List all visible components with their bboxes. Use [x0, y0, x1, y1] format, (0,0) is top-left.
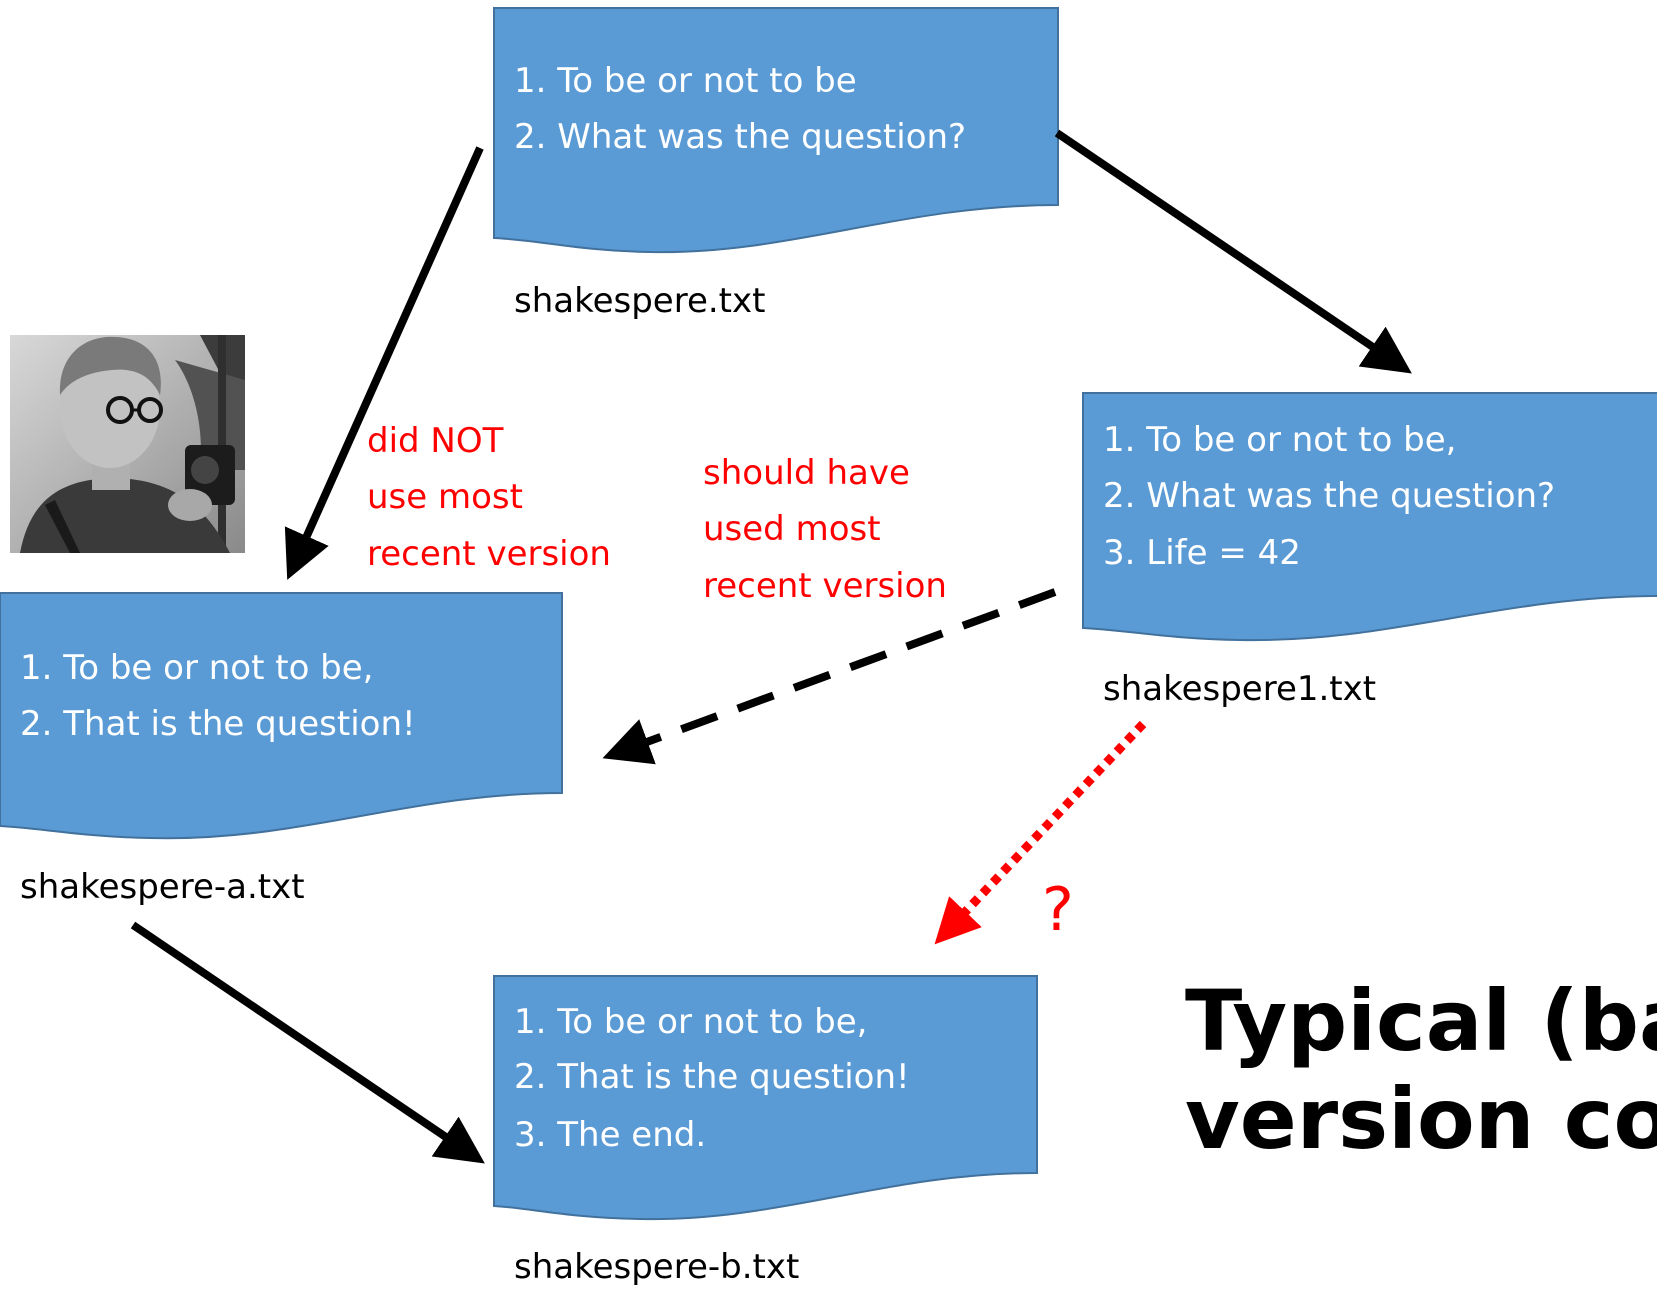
document-version-b: 1. To be or not to be, 2. That is the qu… — [493, 975, 1038, 1221]
document-line: 3. The end. — [514, 1115, 706, 1155]
note-line: used most — [703, 509, 881, 549]
document-shape — [1082, 392, 1657, 642]
document-line: 1. To be or not to be, — [1103, 420, 1456, 460]
dotted-arrow-version-1-to-version-b — [934, 720, 1147, 945]
slide-title-line-2: version cor — [1185, 1070, 1657, 1168]
document-version-1: 1. To be or not to be, 2. What was the q… — [1082, 392, 1657, 642]
note-line: did NOT — [367, 421, 504, 461]
note-line: use most — [367, 477, 523, 517]
document-shape — [493, 7, 1059, 254]
document-line: 2. What was the question? — [1103, 476, 1555, 516]
document-shape — [0, 592, 563, 840]
arrow-original-to-version-1 — [1054, 129, 1412, 374]
document-version-a: 1. To be or not to be, 2. That is the qu… — [0, 592, 563, 840]
document-line: 1. To be or not to be, — [514, 1002, 867, 1042]
dashed-arrow-version-1-to-version-a — [602, 588, 1057, 765]
document-line: 2. That is the question! — [514, 1057, 910, 1097]
note-line: recent version — [703, 566, 947, 606]
document-line: 2. What was the question? — [514, 117, 966, 157]
filename-version-b: shakespere-b.txt — [514, 1247, 799, 1287]
document-line: 2. That is the question! — [20, 704, 416, 744]
note-did-not-use-most-recent: did NOT use most recent version — [367, 421, 611, 574]
document-line: 3. Life = 42 — [1103, 533, 1301, 573]
question-mark: ? — [1042, 875, 1074, 945]
document-line: 1. To be or not to be, — [20, 648, 373, 688]
document-original: 1. To be or not to be 2. What was the qu… — [493, 7, 1059, 254]
filename-original: shakespere.txt — [514, 281, 765, 321]
filename-version-1: shakespere1.txt — [1103, 669, 1376, 709]
slide-title-line-1: Typical (ba — [1185, 972, 1657, 1070]
note-line: recent version — [367, 534, 611, 574]
arrow-version-a-to-version-b — [130, 921, 485, 1164]
arrow-original-to-version-a — [284, 146, 484, 580]
filename-version-a: shakespere-a.txt — [20, 867, 305, 907]
note-should-have-used-most-recent: should have used most recent version — [703, 453, 947, 606]
person-photo-icon — [10, 335, 245, 553]
note-line: should have — [703, 453, 910, 493]
document-line: 1. To be or not to be — [514, 61, 857, 101]
document-shape — [493, 975, 1038, 1221]
